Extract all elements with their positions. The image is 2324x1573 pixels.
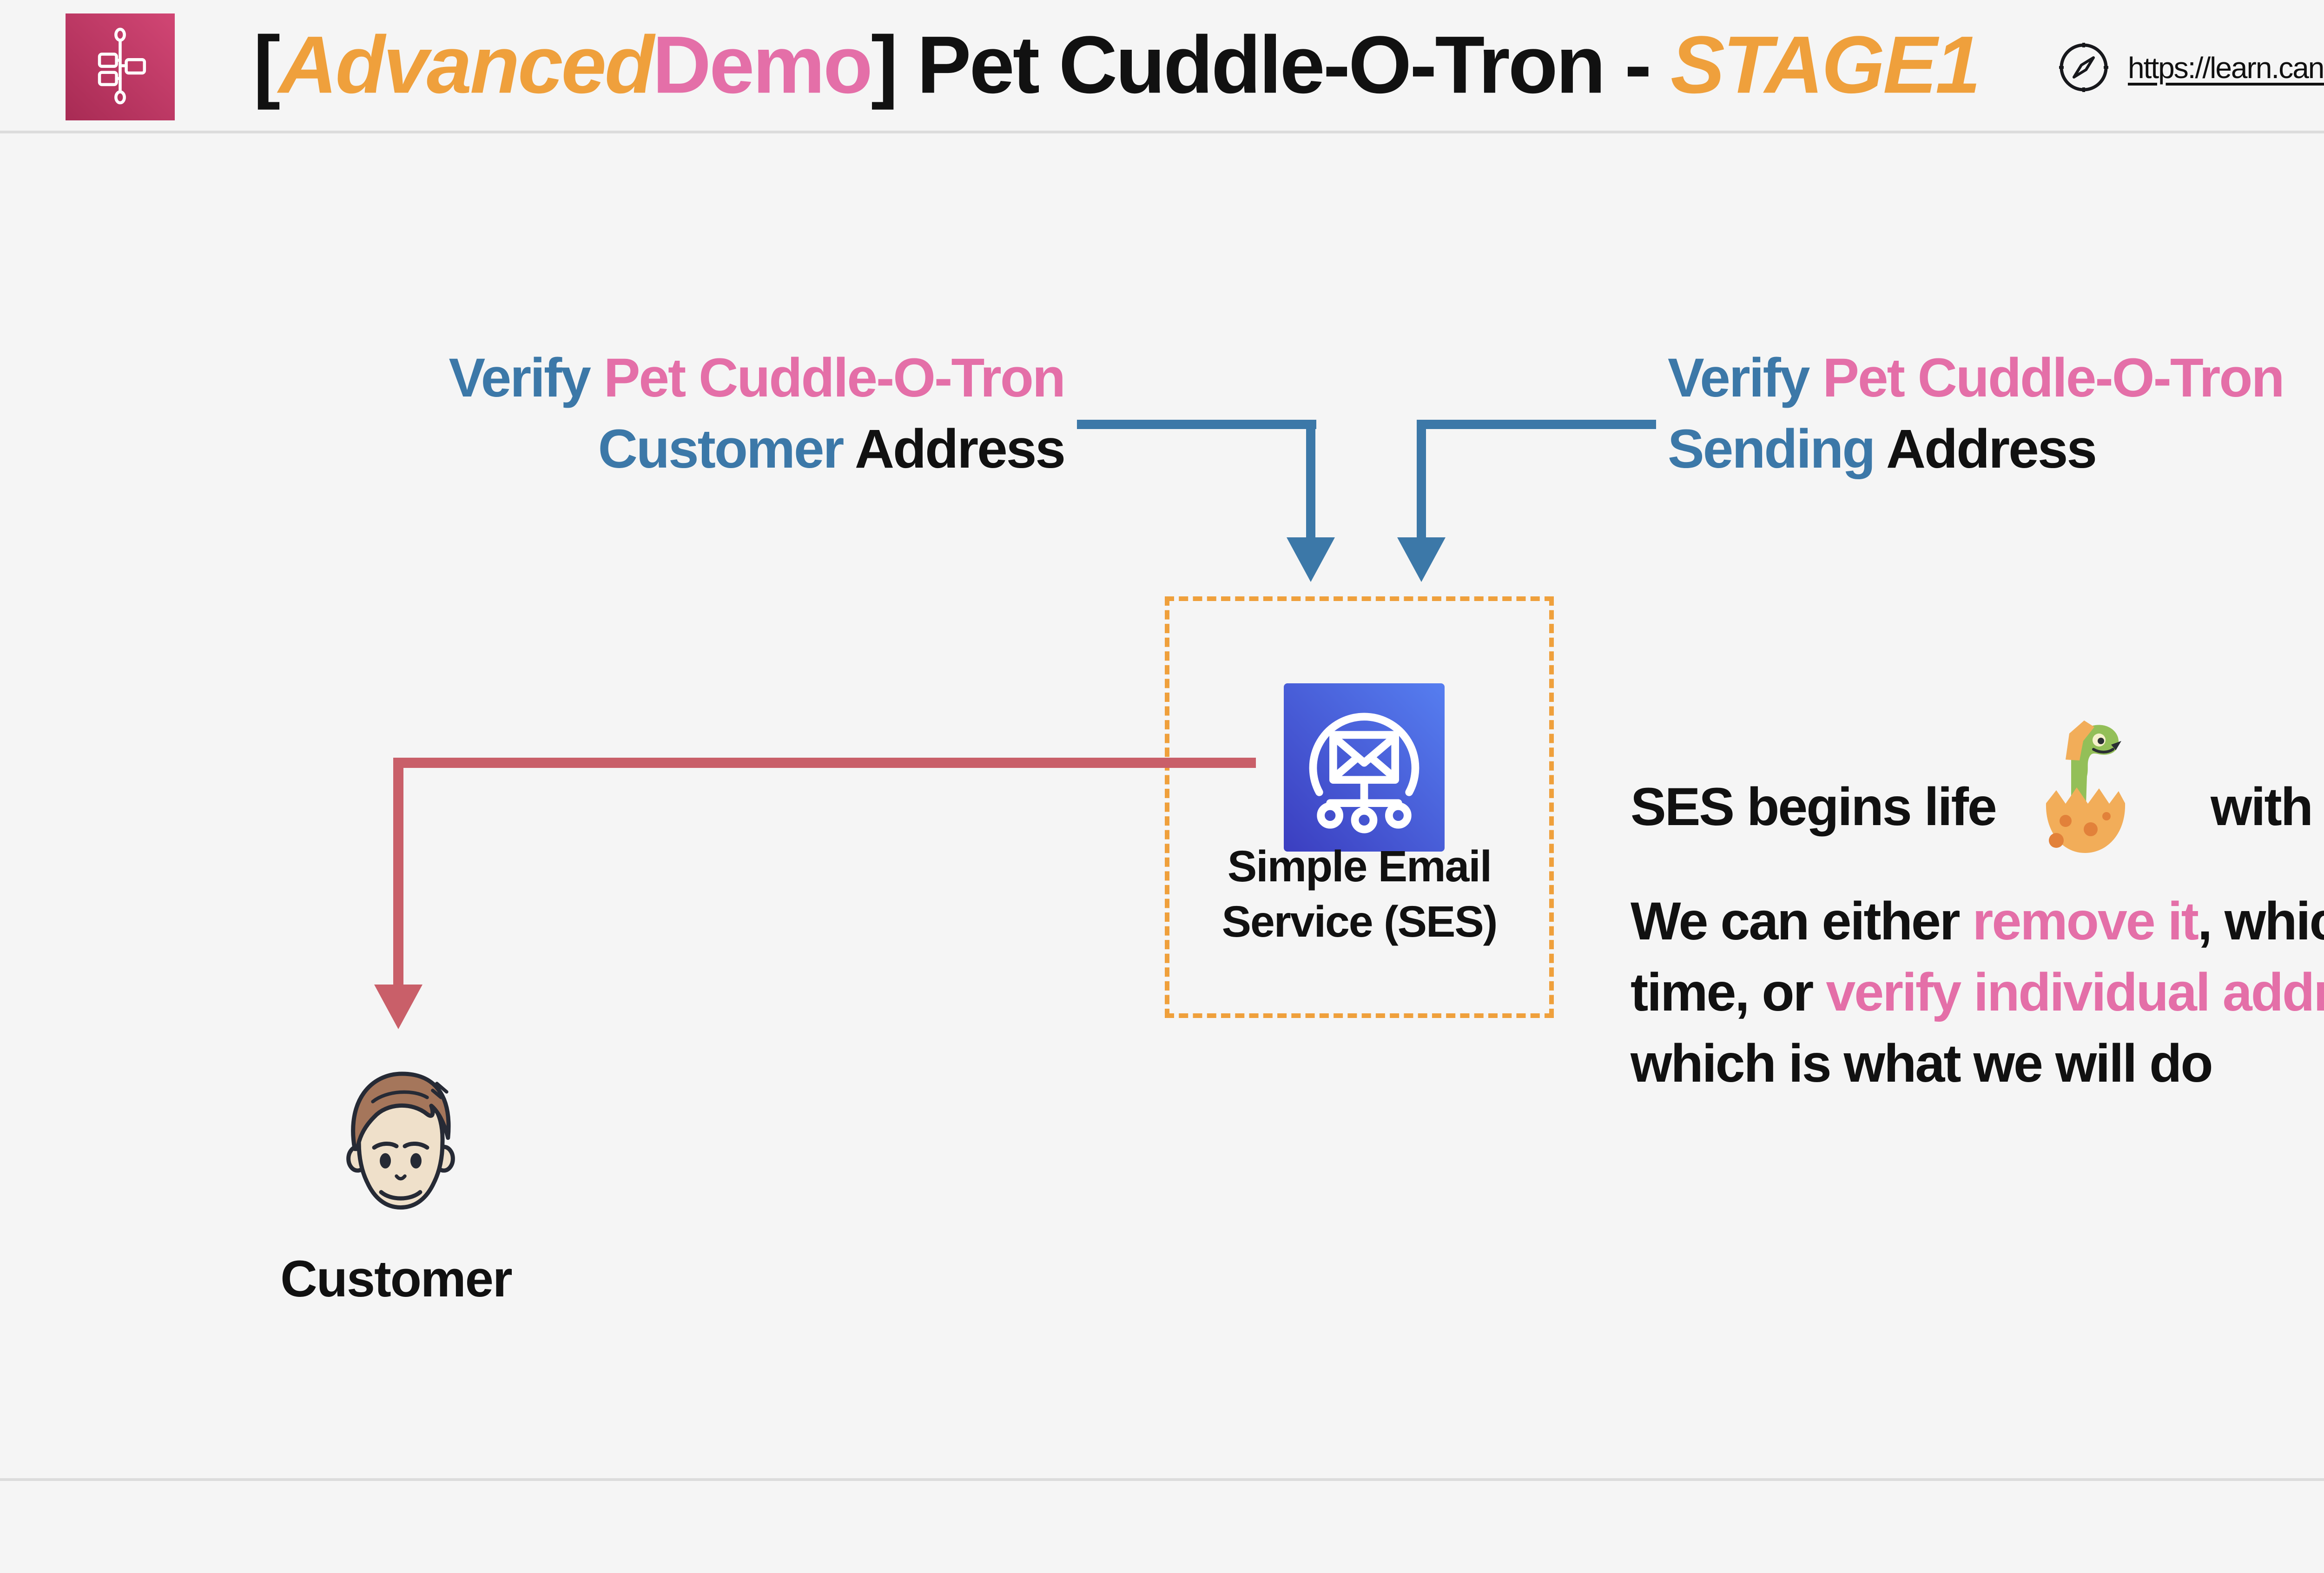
- text-span: verify individual addresses: [1826, 963, 2324, 1022]
- ses-service-icon: [1284, 683, 1445, 852]
- compass-icon: [2059, 43, 2108, 92]
- connector-line: [1306, 420, 1315, 538]
- text-span: Pet Cuddle-O-Tron: [603, 347, 1066, 409]
- connector-line: [1417, 420, 1656, 429]
- paragraph-line2: time, or verify individual addresses: [1631, 957, 2324, 1028]
- text-span: Pet Cuddle-O-Tron: [1822, 347, 2284, 409]
- text-span: , which takes: [2197, 892, 2324, 951]
- ses-label-line1: Simple Email: [1227, 842, 1492, 891]
- footer-divider: [0, 1478, 2324, 1481]
- text-span: Sending: [1668, 418, 1875, 480]
- hatching-dino-emoji: [2046, 720, 2126, 853]
- text-span: Address: [1874, 418, 2097, 480]
- customer-avatar: [346, 1071, 455, 1210]
- verify-sending-label: Verify Pet Cuddle-O-Tron Sending Address: [1668, 343, 2285, 485]
- ses-boundary-box: [1165, 596, 1554, 1018]
- ses-label: Simple Email Service (SES): [1165, 839, 1554, 950]
- text-span: Customer: [598, 418, 845, 480]
- text-span: ] Pet Cuddle-O-Tron -: [871, 20, 1671, 111]
- sandbox-paragraph: We can either remove it, which takes tim…: [1631, 886, 2324, 1099]
- paragraph-line3: which is what we will do: [1631, 1028, 2324, 1099]
- header-bar: [AdvancedDemo] Pet Cuddle-O-Tron - STAGE…: [0, 0, 2324, 133]
- verify-sending-line1: Verify Pet Cuddle-O-Tron: [1668, 343, 2285, 414]
- verify-sending-line2: Sending Address: [1668, 414, 2284, 485]
- text-span: remove it: [1972, 892, 2199, 951]
- text-span: Demo: [652, 20, 873, 111]
- arrowhead-down-icon: [1397, 537, 1446, 582]
- text-span: which is what we will do: [1631, 1034, 2213, 1093]
- verify-customer-label: Verify Pet Cuddle-O-Tron Customer Addres…: [321, 343, 1066, 485]
- sandbox-note-after: with a sandbox: [2211, 777, 2324, 837]
- connector-line: [1417, 420, 1426, 538]
- site-link[interactable]: https://learn.cantrill.io: [2128, 51, 2324, 85]
- page-title: [AdvancedDemo] Pet Cuddle-O-Tron - STAGE…: [253, 18, 1981, 112]
- arrowhead-down-icon: [1287, 537, 1335, 582]
- connector-line: [393, 758, 403, 986]
- text-span: [: [253, 20, 280, 111]
- customer-label: Customer: [280, 1250, 512, 1308]
- text-span: Verify: [1668, 347, 1823, 409]
- verify-customer-line2: Customer Address: [321, 414, 1066, 485]
- connector-line: [1077, 420, 1316, 429]
- text-span: Address: [843, 418, 1066, 480]
- text-span: Advanced: [278, 20, 654, 111]
- workflow-logo-icon: [66, 13, 175, 120]
- paragraph-line1: We can either remove it, which takes: [1631, 886, 2324, 957]
- sandbox-note-before: SES begins life: [1631, 777, 1997, 837]
- text-span: time, or: [1631, 963, 1826, 1022]
- text-span: We can either: [1631, 892, 1973, 951]
- arrowhead-down-icon: [374, 985, 423, 1029]
- verify-customer-line1: Verify Pet Cuddle-O-Tron: [321, 343, 1066, 414]
- text-span: Verify: [449, 347, 604, 409]
- text-span: STAGE1: [1670, 20, 1981, 111]
- ses-label-line2: Service (SES): [1221, 897, 1498, 946]
- connector-line: [393, 758, 1256, 768]
